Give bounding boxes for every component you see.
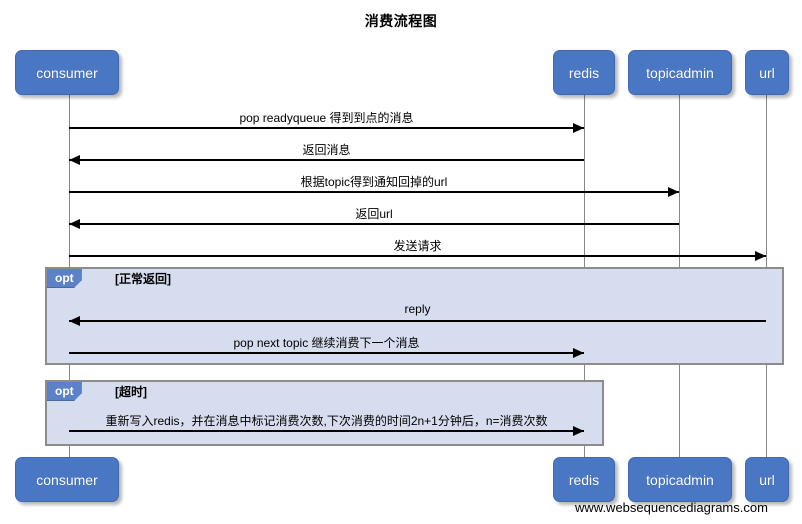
message-label-m1: pop readyqueue 得到到点的消息 [239, 111, 414, 125]
message-label-m5: 发送请求 [393, 239, 442, 253]
message-arrowhead-m4 [69, 219, 80, 229]
message-label-m8: 重新写入redis，并在消息中标记消费次数,下次消费的时间2n+1分钟后，n=消… [105, 414, 548, 428]
actor-consumer-top[interactable]: consumer [15, 50, 119, 95]
message-label-m7: pop next topic 继续消费下一个消息 [233, 336, 420, 350]
fragment-keyword-opt-timeout: opt [47, 382, 82, 401]
message-arrowhead-m8 [573, 426, 584, 436]
message-arrowhead-m3 [668, 187, 679, 197]
message-line-m6 [69, 320, 766, 322]
actor-label-url-bottom: url [759, 471, 775, 488]
message-arrowhead-m7 [573, 348, 584, 358]
message-label-m2: 返回消息 [302, 143, 351, 157]
actor-consumer-bottom[interactable]: consumer [15, 457, 119, 502]
actor-label-consumer-bottom: consumer [36, 471, 98, 488]
message-arrowhead-m1 [573, 123, 584, 133]
message-line-m7 [69, 352, 584, 354]
fragment-opt-timeout: opt [超时] [45, 380, 604, 446]
actor-topicadmin-top[interactable]: topicadmin [628, 50, 732, 95]
message-line-m1 [69, 127, 584, 129]
message-line-m5 [69, 255, 766, 257]
actor-redis-bottom[interactable]: redis [553, 457, 615, 502]
actor-url-bottom[interactable]: url [745, 457, 789, 502]
message-line-m4 [69, 223, 679, 225]
page-title: 消费流程图 [364, 13, 438, 29]
footer-credit: www.websequencediagrams.com [575, 500, 768, 515]
actor-url-top[interactable]: url [745, 50, 789, 95]
message-arrowhead-m6 [69, 316, 80, 326]
message-line-m8 [69, 430, 584, 432]
actor-topicadmin-bottom[interactable]: topicadmin [628, 457, 732, 502]
actor-label-consumer-top: consumer [36, 64, 98, 81]
message-arrowhead-m2 [69, 155, 80, 165]
message-line-m2 [69, 159, 584, 161]
fragment-condition-opt-normal: [正常返回] [115, 272, 171, 286]
message-label-m3: 根据topic得到通知回掉的url [300, 175, 448, 189]
actor-label-redis-top: redis [568, 64, 600, 81]
actor-label-url-top: url [759, 64, 775, 81]
fragment-opt-normal: opt [正常返回] [45, 267, 784, 365]
message-line-m3 [69, 191, 679, 193]
actor-redis-top[interactable]: redis [553, 50, 615, 95]
fragment-condition-opt-timeout: [超时] [115, 385, 147, 399]
actor-label-redis-bottom: redis [568, 471, 600, 488]
actor-label-topicadmin-bottom: topicadmin [646, 471, 714, 488]
message-label-m4: 返回url [355, 207, 393, 221]
fragment-keyword-opt-normal: opt [47, 269, 82, 288]
message-label-m6: reply [404, 302, 431, 316]
message-arrowhead-m5 [755, 251, 766, 261]
actor-label-topicadmin-top: topicadmin [646, 64, 714, 81]
